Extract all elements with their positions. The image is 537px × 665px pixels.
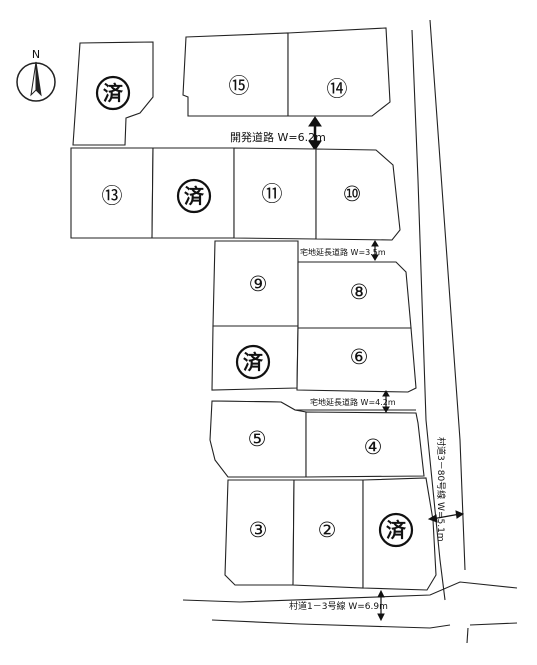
lot-6-parcel[interactable] (296, 327, 417, 393)
lot-5-label: ⑤ (248, 427, 267, 451)
village-road-3-80-left-edge (411, 29, 446, 601)
lot-sold-7-label: 済 (243, 350, 264, 374)
north-label: N (32, 48, 40, 61)
village-road-3-80-right-edge (429, 19, 466, 571)
extension-road-lower-width-marker (382, 390, 390, 413)
lot-14-label: ⑭ (327, 77, 348, 101)
lot-13-label: ⑬ (102, 184, 123, 208)
extension-road-upper-width-marker (371, 240, 379, 261)
north-compass: N (16, 48, 56, 102)
village-road-3-80-width-marker (427, 510, 465, 523)
lot-sold-12-sold-ring (176, 178, 212, 214)
village-road-1-3-bottom-edge (211, 619, 451, 629)
lot-3-parcel[interactable] (224, 479, 295, 586)
lot-8-label: ⑧ (350, 280, 369, 304)
lot-8-parcel[interactable] (297, 261, 412, 329)
lot-14-parcel[interactable] (287, 27, 391, 117)
development-road-width-marker (308, 116, 322, 151)
lot-sold-1-label: 済 (386, 518, 407, 542)
lot-10-parcel[interactable] (315, 148, 401, 241)
lot-9-label: ⑨ (249, 272, 268, 296)
extension-road-lower-label: 宅地延長道路 W=4.2m (310, 397, 396, 407)
lot-sold-7-sold-ring (235, 344, 271, 380)
extension-road-upper-label: 宅地延長道路 W=3.5m (300, 247, 386, 257)
village-road-1-3-width-marker (377, 589, 385, 622)
lot-sold-1-sold-ring (378, 512, 414, 548)
village-road-1-3-top-edge (182, 581, 518, 603)
lot-sold-12-label: 済 (184, 184, 205, 208)
lot-sold-top-left-sold-ring (95, 75, 131, 111)
lot-11-label: ⑪ (262, 182, 283, 206)
village-road-corner-tick (466, 627, 469, 644)
lot-3-label: ③ (249, 518, 268, 542)
lot-4-label: ④ (364, 435, 383, 459)
lot-labels: 済 ⑮ ⑭ ⑬ 済 ⑪ ⑩ ⑨ ⑧ 済 ⑥ ⑤ ④ ③ ② 済 (95, 74, 414, 548)
lot-2-label: ② (318, 518, 337, 542)
village-road-3-80-label: 村道3－80号線 W=5.1m (435, 437, 447, 542)
village-road-1-3-right-edge (469, 622, 518, 626)
village-road-1-3-label: 村道1－3号線 W=6.9m (289, 600, 388, 612)
development-road-label: 開発道路 W=6.2m (230, 130, 326, 144)
lot-6-label: ⑥ (350, 345, 369, 369)
lot-4-parcel[interactable] (305, 411, 425, 478)
lot-10-label: ⑩ (343, 182, 362, 206)
lot-sold-top-left-label: 済 (103, 81, 124, 105)
lot-15-label: ⑮ (229, 74, 250, 98)
